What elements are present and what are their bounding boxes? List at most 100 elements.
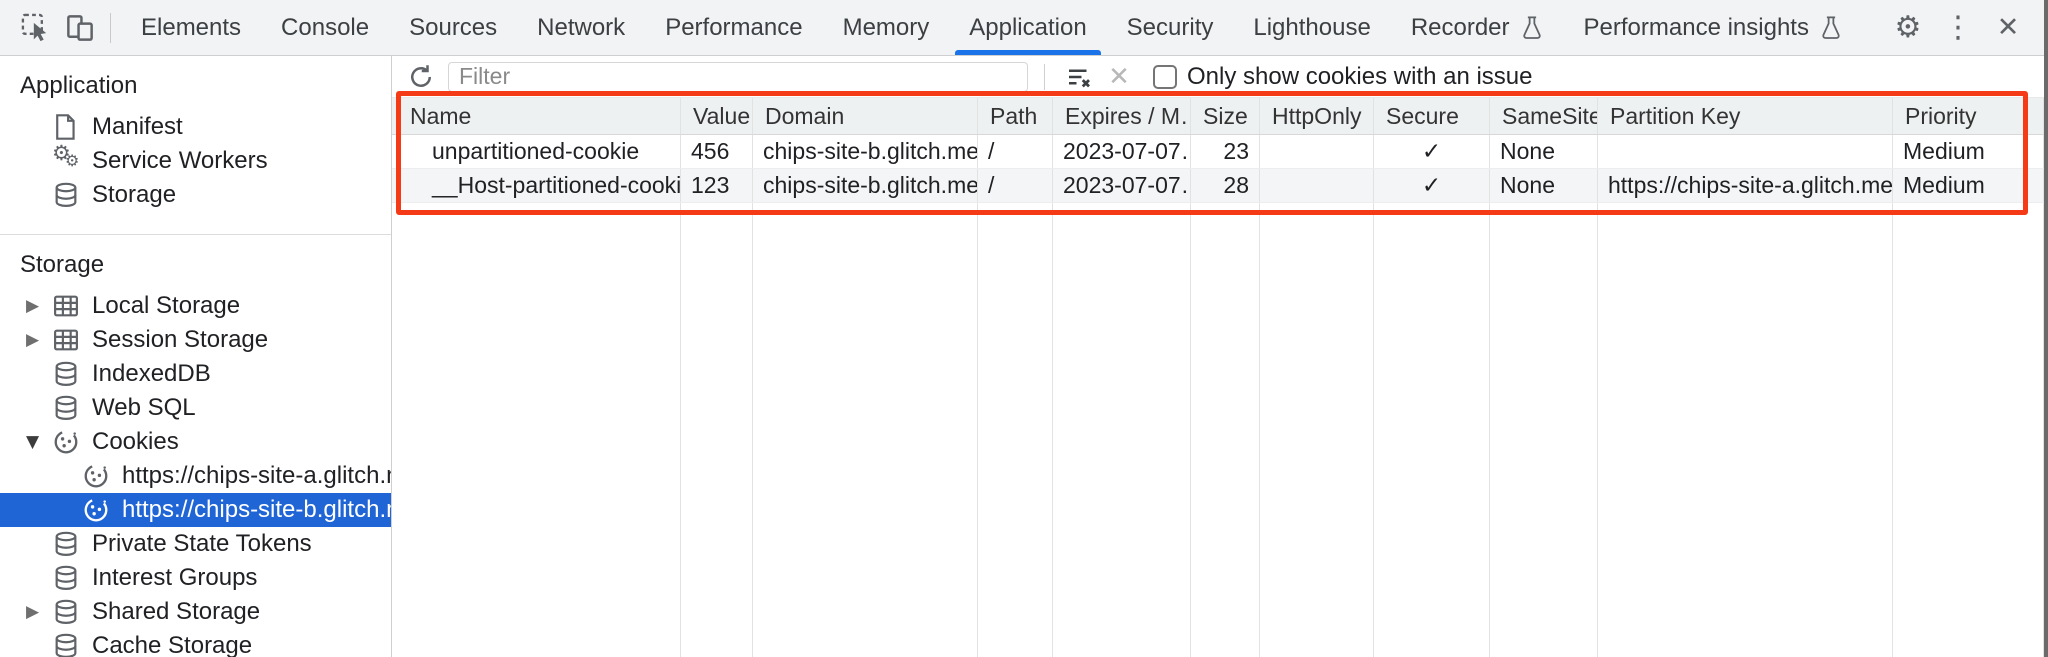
empty-column-size (1191, 203, 1260, 657)
column-header-httponly[interactable]: HttpOnly (1260, 98, 1374, 134)
tabbar-right-icons: ⚙ ⋮ ✕ (1886, 0, 2044, 55)
column-header-value[interactable]: Value (681, 98, 753, 134)
tab-console[interactable]: Console (261, 0, 389, 55)
tab-performance[interactable]: Performance (645, 0, 822, 55)
database-icon (52, 595, 88, 629)
close-icon[interactable]: ✕ (1996, 12, 2020, 43)
flask-icon (1520, 15, 1544, 41)
database-icon (52, 527, 88, 561)
empty-column-domain (753, 203, 978, 657)
tabbar-separator (110, 12, 111, 43)
toggle-device-toolbar-icon[interactable] (58, 6, 102, 50)
sidebar-item-private-state-tokens[interactable]: Private State Tokens (0, 527, 391, 561)
sidebar-item-indexeddb[interactable]: IndexedDB (0, 357, 391, 391)
delete-selected-icon[interactable]: ✕ (1108, 61, 1130, 92)
sidebar-item-shared-storage[interactable]: ▶Shared Storage (0, 595, 391, 629)
tab-memory[interactable]: Memory (823, 0, 950, 55)
cell-samesite[interactable]: None (1490, 135, 1598, 168)
tab-lighthouse[interactable]: Lighthouse (1233, 0, 1390, 55)
tab-sources[interactable]: Sources (389, 0, 517, 55)
more-options-kebab-icon[interactable]: ⋮ (1943, 10, 1973, 45)
sidebar-item-session-storage[interactable]: ▶Session Storage (0, 323, 391, 357)
cell-partitionkey[interactable] (1598, 135, 1893, 168)
sidebar-item-web-sql[interactable]: Web SQL (0, 391, 391, 425)
cell-partitionkey[interactable]: https://chips-site-a.glitch.me (1598, 169, 1893, 202)
column-header-partitionkey[interactable]: Partition Key (1598, 98, 1893, 134)
cookie-icon (82, 459, 118, 493)
inspect-element-icon[interactable] (14, 6, 58, 50)
empty-column-value (681, 203, 753, 657)
sidebar-item-manifest[interactable]: Manifest (0, 110, 391, 144)
empty-column-httponly (1260, 203, 1374, 657)
issue-filter-checkbox[interactable] (1153, 64, 1177, 89)
tree-collapsed-arrow-icon[interactable]: ▶ (26, 296, 40, 316)
sidebar-item-cookies[interactable]: ▼ Cookies (0, 425, 391, 459)
database-icon (52, 178, 88, 212)
cell-expires[interactable]: 2023-07-07… (1053, 169, 1191, 202)
empty-column-samesite (1490, 203, 1598, 657)
sidebar-item-local-storage[interactable]: ▶ Local Storage (0, 289, 391, 323)
cell-priority[interactable]: Medium (1893, 169, 2044, 202)
cell-size[interactable]: 28 (1191, 169, 1260, 202)
sidebar-item-storage[interactable]: Storage (0, 178, 391, 212)
cell-priority[interactable]: Medium (1893, 135, 2044, 168)
tab-label: Recorder (1410, 13, 1510, 41)
sidebar-item-label: Web SQL (92, 394, 196, 421)
tab-label: Performance insights (1583, 13, 1809, 41)
cell-httponly[interactable] (1260, 169, 1374, 202)
settings-gear-icon[interactable]: ⚙ (1894, 10, 1922, 45)
cell-value[interactable]: 123 (681, 169, 753, 202)
clear-all-cookies-icon[interactable] (1059, 62, 1099, 92)
sidebar-item-label: Cookies (92, 428, 179, 455)
tree-collapsed-arrow-icon[interactable]: ▶ (26, 330, 40, 350)
tab-label: Performance (665, 13, 803, 41)
cell-httponly[interactable] (1260, 135, 1374, 168)
cell-value[interactable]: 456 (681, 135, 753, 168)
sidebar-item-label: https://chips-site-a.glitch.me (122, 462, 392, 489)
selected-tab-underline (955, 50, 1101, 55)
sidebar-section-title-application: Application (20, 72, 138, 99)
column-header-path[interactable]: Path (978, 98, 1053, 134)
column-header-name[interactable]: Name (398, 98, 681, 134)
tree-expanded-arrow-icon[interactable]: ▼ (26, 432, 40, 452)
sidebar-item-label: Service Workers (92, 147, 268, 174)
cell-domain[interactable]: chips-site-b.glitch.me (753, 135, 978, 168)
column-header-expires[interactable]: Expires / M… (1053, 98, 1191, 134)
column-header-domain[interactable]: Domain (753, 98, 978, 134)
sidebar-item-https-chips-site-a-glitch-me[interactable]: https://chips-site-a.glitch.me (0, 459, 391, 493)
column-header-size[interactable]: Size (1191, 98, 1260, 134)
cell-secure[interactable]: ✓ (1374, 135, 1490, 168)
tab-application[interactable]: Application (949, 0, 1106, 55)
cell-domain[interactable]: chips-site-b.glitch.me (753, 169, 978, 202)
cell-size[interactable]: 23 (1191, 135, 1260, 168)
sidebar-item-https-chips-site-b-glitch-me[interactable]: https://chips-site-b.glitch.me (0, 493, 391, 527)
filter-input[interactable] (448, 61, 1028, 92)
column-header-samesite[interactable]: SameSite (1490, 98, 1598, 134)
cell-path[interactable]: / (978, 135, 1053, 168)
cell-samesite[interactable]: None (1490, 169, 1598, 202)
tabbar-left-icons (0, 0, 121, 55)
sidebar-item-service-workers[interactable]: ⚙⚙Service Workers (0, 141, 391, 178)
tab-security[interactable]: Security (1107, 0, 1234, 55)
sidebar-item-interest-groups[interactable]: Interest Groups (0, 561, 391, 595)
tab-elements[interactable]: Elements (121, 0, 261, 55)
sidebar-item-label: Local Storage (92, 292, 241, 319)
tab-network[interactable]: Network (517, 0, 645, 55)
cell-path[interactable]: / (978, 169, 1053, 202)
tab-recorder[interactable]: Recorder (1391, 0, 1564, 55)
refresh-icon[interactable] (402, 58, 440, 96)
cell-name[interactable]: __Host-partitioned-cookie (398, 169, 681, 202)
cell-secure[interactable]: ✓ (1374, 169, 1490, 202)
issue-filter-label[interactable]: Only show cookies with an issue (1187, 62, 1533, 90)
tab-performance-insights[interactable]: Performance insights (1564, 0, 1863, 55)
column-header-priority[interactable]: Priority (1893, 98, 2044, 134)
sidebar-item-cache-storage[interactable]: Cache Storage (0, 629, 391, 657)
tree-collapsed-arrow-icon[interactable]: ▶ (26, 602, 40, 622)
column-header-secure[interactable]: Secure (1374, 98, 1490, 134)
cell-expires[interactable]: 2023-07-07… (1053, 135, 1191, 168)
cell-name[interactable]: unpartitioned-cookie (398, 135, 681, 168)
